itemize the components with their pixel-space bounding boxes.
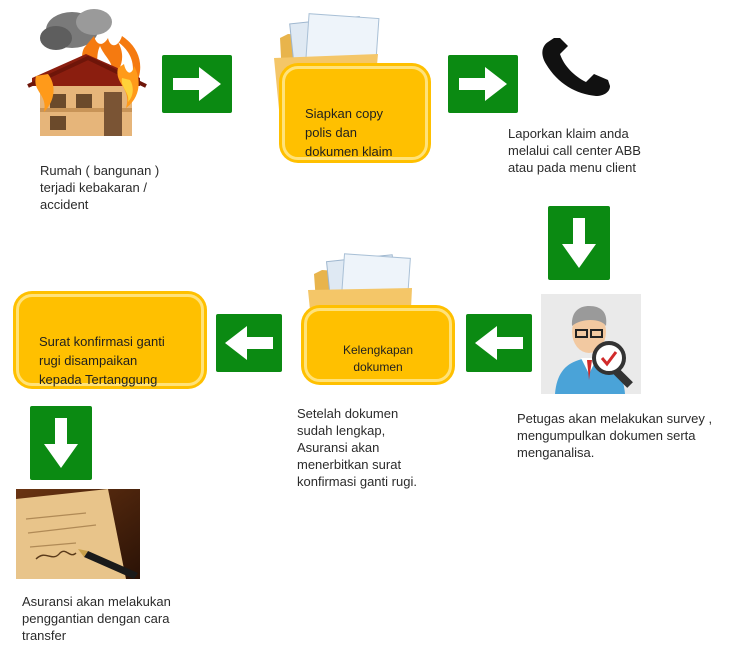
surveyor-magnifier-icon [541, 294, 641, 394]
step1-caption: Rumah ( bangunan ) terjadi kebakaran / a… [40, 163, 160, 212]
step3-caption: Laporkan klaim anda melalui call center … [508, 126, 641, 175]
arrow-down-icon [562, 218, 596, 268]
arrow-down-1 [548, 206, 610, 280]
arrow-right-1 [162, 55, 232, 113]
arrow-left-icon [475, 326, 523, 360]
step6-box-text: Surat konfirmasi ganti rugi disampaikan … [39, 334, 165, 387]
arrow-left-1 [466, 314, 532, 372]
step5-caption: Setelah dokumen sudah lengkap, Asuransi … [297, 406, 417, 489]
arrow-down-2 [30, 406, 92, 480]
step2-box: Siapkan copy polis dan dokumen klaim [282, 66, 428, 160]
step5-box-text: Kelengkapan dokumen [342, 343, 414, 374]
arrow-right-2 [448, 55, 518, 113]
step7-caption: Asuransi akan melakukan penggantian deng… [22, 594, 171, 643]
arrow-left-2 [216, 314, 282, 372]
step6-box: Surat konfirmasi ganti rugi disampaikan … [16, 294, 204, 387]
arrow-right-icon [459, 67, 507, 101]
arrow-down-icon [44, 418, 78, 468]
pen-signing-document-icon [16, 489, 140, 579]
arrow-left-icon [225, 326, 273, 360]
step4-caption: Petugas akan melakukan survey , mengumpu… [517, 411, 713, 460]
arrow-right-icon [173, 67, 221, 101]
step2-box-text: Siapkan copy polis dan dokumen klaim [305, 106, 393, 159]
burning-house-icon [22, 8, 150, 140]
step5-box: Kelengkapan dokumen [304, 308, 452, 382]
telephone-icon [538, 38, 614, 98]
